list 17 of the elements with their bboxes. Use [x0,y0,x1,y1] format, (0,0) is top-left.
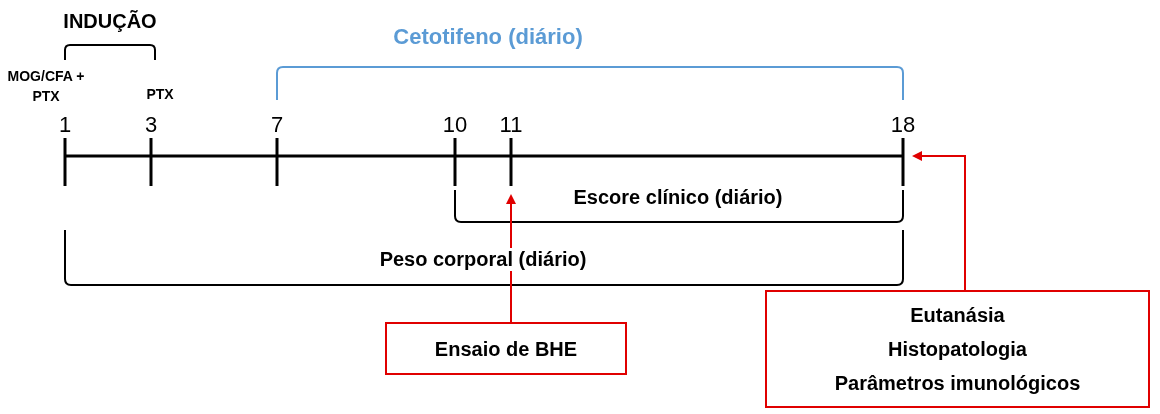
event-label: MOG/CFA + PTX [6,67,86,106]
event-label: PTX [145,85,175,104]
day-number: 11 [499,112,523,138]
event-text: Histopatologia [888,337,1027,362]
day-number: 10 [442,112,468,138]
event-text: Parâmetros imunológicos [834,371,1081,396]
event-box [385,322,627,375]
event-text: Ensaio de BHE [434,336,578,362]
day-number: 7 [270,112,284,138]
event-box [765,290,1150,408]
treatment-label: Cetotifeno (diário) [393,24,583,50]
day-number: 18 [890,112,916,138]
arrow [912,151,966,291]
day-number: 3 [144,112,158,138]
phase-title: INDUÇÃO [63,10,157,33]
event-text: Eutanásia [910,303,1005,328]
day-number: 1 [58,112,72,138]
